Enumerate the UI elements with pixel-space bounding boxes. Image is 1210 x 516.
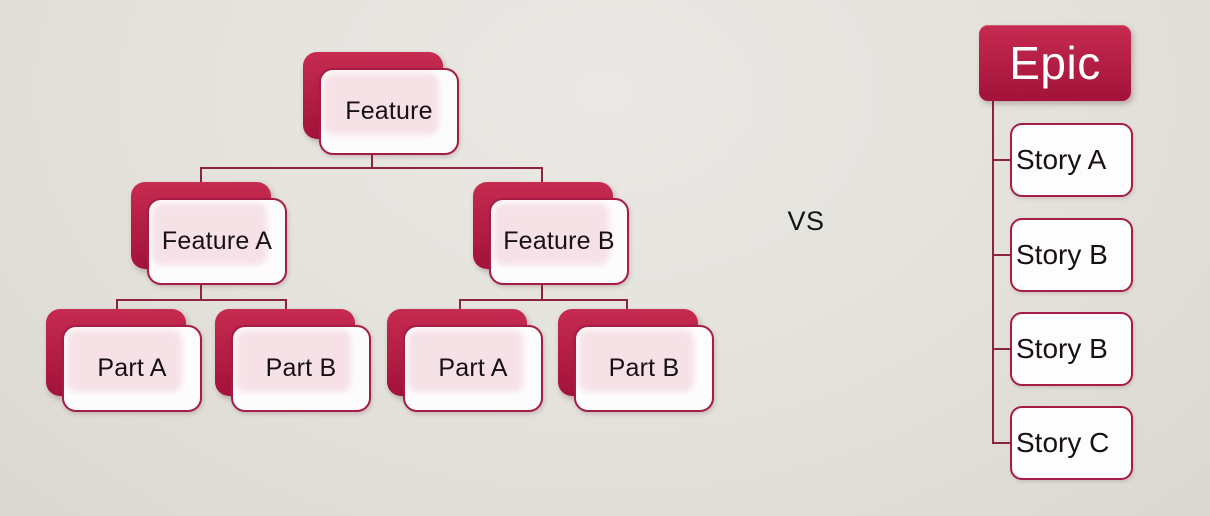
connector-line	[459, 299, 628, 301]
node-pink-fill	[579, 330, 694, 392]
tree-node-feature-b: Feature B	[489, 198, 629, 285]
node-pink-fill	[67, 330, 182, 392]
connector-line	[992, 442, 1011, 444]
connector-line	[459, 299, 461, 311]
node-pink-fill	[152, 203, 267, 265]
node-label: Part B	[608, 354, 680, 382]
connector-line	[541, 284, 543, 301]
connector-line	[371, 154, 373, 169]
story-label: Story C	[1016, 427, 1110, 458]
story-label: Story B	[1016, 239, 1108, 270]
story-node-b2: Story B	[1010, 312, 1133, 386]
story-node-c: Story C	[1010, 406, 1133, 480]
connector-line	[200, 167, 543, 169]
tree-node-part-a2: Part A	[403, 325, 543, 412]
tree-node-part-a1: Part A	[62, 325, 202, 412]
connector-line	[116, 299, 118, 311]
connector-line	[200, 284, 202, 301]
node-label: Part A	[438, 354, 508, 382]
epic-node: Epic	[979, 25, 1131, 101]
story-label: Story B	[1016, 333, 1108, 364]
connector-line	[626, 299, 628, 311]
tree-node-part-b1: Part B	[231, 325, 371, 412]
connector-line	[200, 167, 202, 183]
node-label: Feature B	[503, 227, 615, 255]
node-label: Part A	[97, 354, 167, 382]
connector-line	[541, 167, 543, 183]
vs-label: VS	[787, 205, 825, 236]
tree-node-feature: Feature	[319, 68, 459, 155]
connector-line	[992, 254, 1011, 256]
epic-label: Epic	[1009, 37, 1101, 89]
node-pink-fill	[236, 330, 351, 392]
connector-line	[285, 299, 287, 311]
connector-line	[116, 299, 287, 301]
story-node-a: Story A	[1010, 123, 1133, 197]
story-node-b1: Story B	[1010, 218, 1133, 292]
node-pink-fill	[494, 203, 609, 265]
connector-line	[992, 101, 994, 444]
story-label: Story A	[1016, 144, 1107, 175]
node-pink-fill	[408, 330, 523, 392]
node-pink-fill	[324, 73, 439, 135]
tree-node-feature-a: Feature A	[147, 198, 287, 285]
node-label: Part B	[265, 354, 337, 382]
connector-line	[992, 159, 1011, 161]
tree-node-part-b2: Part B	[574, 325, 714, 412]
connector-line	[992, 348, 1011, 350]
node-label: Feature	[345, 97, 433, 125]
node-label: Feature A	[161, 227, 273, 255]
